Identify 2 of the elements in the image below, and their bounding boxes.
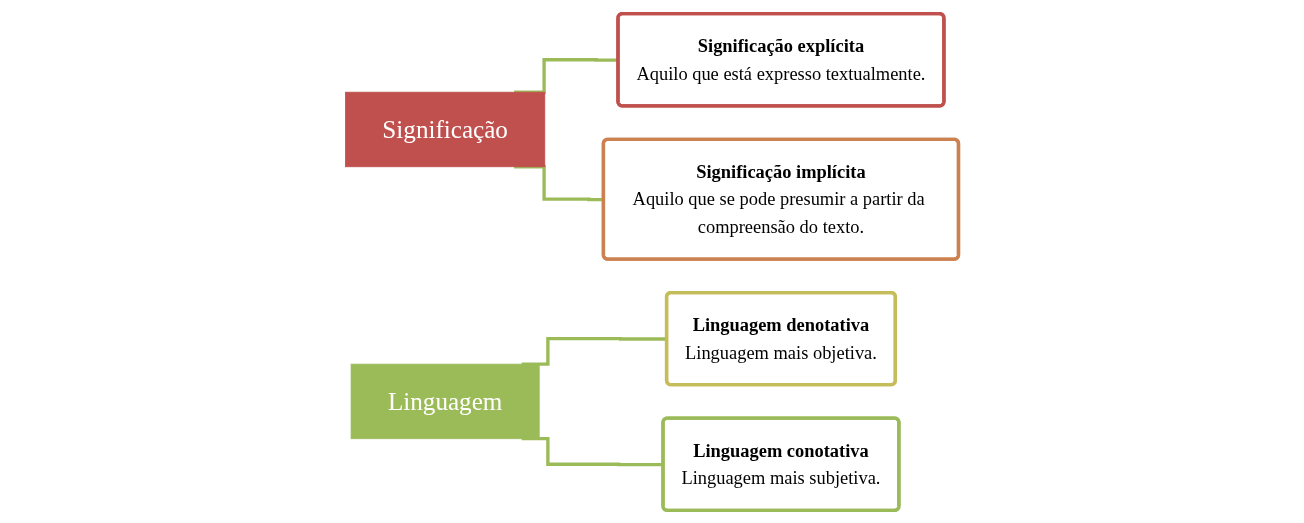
node-box: Linguagem [350,363,540,439]
node-box: Significação [345,91,546,167]
